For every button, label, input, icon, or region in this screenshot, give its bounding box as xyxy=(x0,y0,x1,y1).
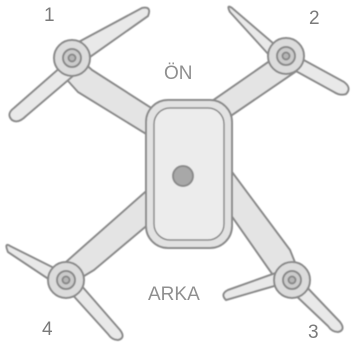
back-label: ARKA xyxy=(148,285,200,304)
rotor-number-3: 3 xyxy=(308,323,319,342)
camera-lens xyxy=(173,166,193,186)
rotor-number-1: 1 xyxy=(44,6,55,25)
propeller-3 xyxy=(223,262,342,332)
rotor-number-4: 4 xyxy=(42,320,53,339)
rotor-number-2: 2 xyxy=(309,9,320,28)
front-label: ÖN xyxy=(164,64,193,83)
